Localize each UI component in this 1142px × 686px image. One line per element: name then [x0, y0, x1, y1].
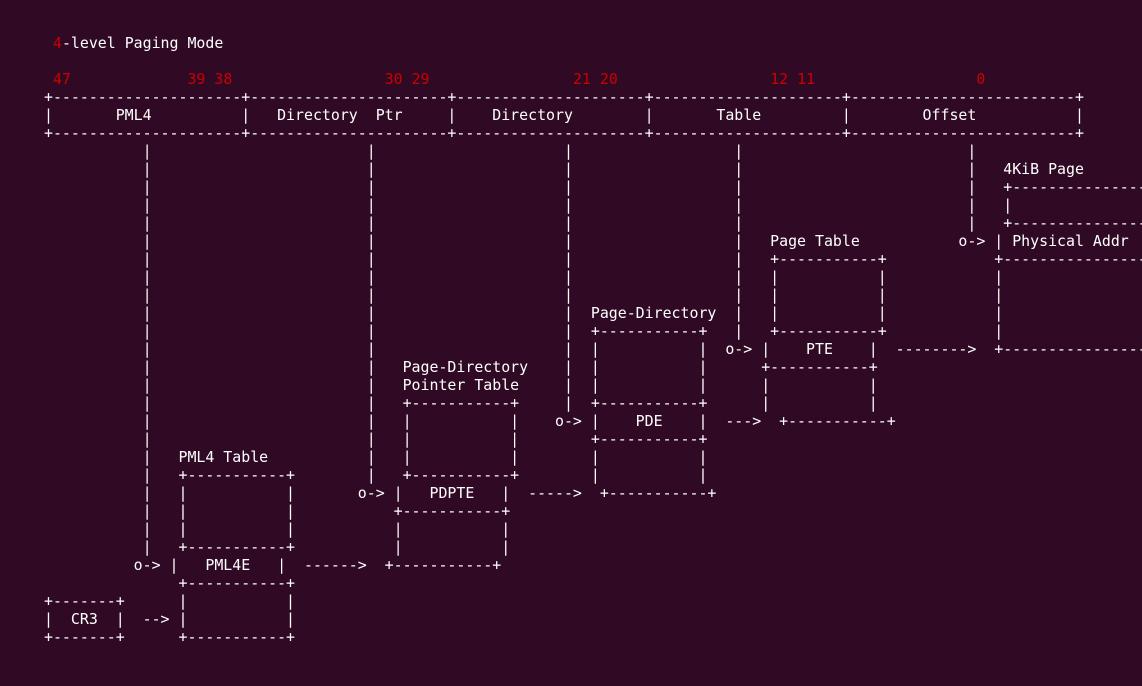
- bit-index-label: 39 38: [187, 70, 233, 88]
- terminal-line: | | Page-Directory | | | +-----------+: [44, 358, 878, 376]
- terminal-line: +-------+ +-----------+: [44, 628, 296, 646]
- terminal-line: | | Pointer Table | | | | |: [44, 376, 878, 394]
- terminal-line: | | | +-----------+: [44, 502, 511, 520]
- terminal-line: | | | | +-----------+: [44, 430, 708, 448]
- terminal-line: | | | | | +----------------+: [44, 214, 1142, 232]
- bit-index-label: 0: [976, 70, 986, 88]
- terminal-line: 47 39 38 30 29 21 20 12 11 0: [44, 70, 985, 88]
- terminal-line: | | | | | | | |: [44, 268, 1142, 286]
- terminal-line: | PML4 | Directory Ptr | Directory | Tab…: [44, 106, 1084, 124]
- terminal-line: +-----------+: [44, 574, 296, 592]
- terminal-line: | | | | | 4KiB Page: [44, 160, 1084, 178]
- terminal-line: | | | | +-----------+ +----------------+: [44, 250, 1142, 268]
- terminal-line: 4-level Paging Mode: [52, 34, 224, 52]
- bit-index-label: 47: [52, 70, 71, 88]
- bit-index-label: 4: [52, 34, 62, 52]
- terminal-line: | | | | | | | |: [44, 286, 1142, 304]
- terminal-line: | | | | o-> | PDE | ---> +-----------+: [44, 412, 896, 430]
- terminal-line: +---------------------+-----------------…: [44, 88, 1084, 106]
- terminal-line: | | | | |: [44, 142, 977, 160]
- terminal-line: | PML4 Table | | | | |: [44, 448, 708, 466]
- terminal-line: o-> | PML4E | ------> +-----------+: [44, 556, 502, 574]
- bit-index-label: 21 20: [572, 70, 618, 88]
- terminal-line: | | | | |: [44, 520, 511, 538]
- bit-index-label: 12 11: [770, 70, 816, 88]
- terminal-line: | +-----------+ | +-----------+ | |: [44, 466, 708, 484]
- terminal-line: | | | +-----------+ | +-----------+ | |: [44, 322, 1142, 340]
- terminal-output: 4-level Paging Mode 47 39 38 30 29 21 20…: [44, 16, 1142, 646]
- terminal-line: | CR3 | --> | |: [44, 610, 296, 628]
- terminal-line: | +-----------+ | |: [44, 538, 511, 556]
- terminal-line: | | +-----------+ | +-----------+ | |: [44, 394, 878, 412]
- terminal-line: | | | | | | |: [44, 196, 1142, 214]
- terminal-line: | | | o-> | PDPTE | -----> +-----------+: [44, 484, 717, 502]
- terminal-line: | | | | Page Table o-> | Physical Addr |: [44, 232, 1142, 250]
- terminal-line: +-------+ | |: [44, 592, 296, 610]
- terminal-line: | | | | | o-> | PTE | --------> +-------…: [44, 340, 1142, 358]
- terminal-line: +---------------------+-----------------…: [44, 124, 1084, 142]
- bit-index-label: 30 29: [384, 70, 430, 88]
- terminal-line: | | | | | +----------------+: [44, 178, 1142, 196]
- terminal-line: | | | Page-Directory | | | | |: [44, 304, 1142, 322]
